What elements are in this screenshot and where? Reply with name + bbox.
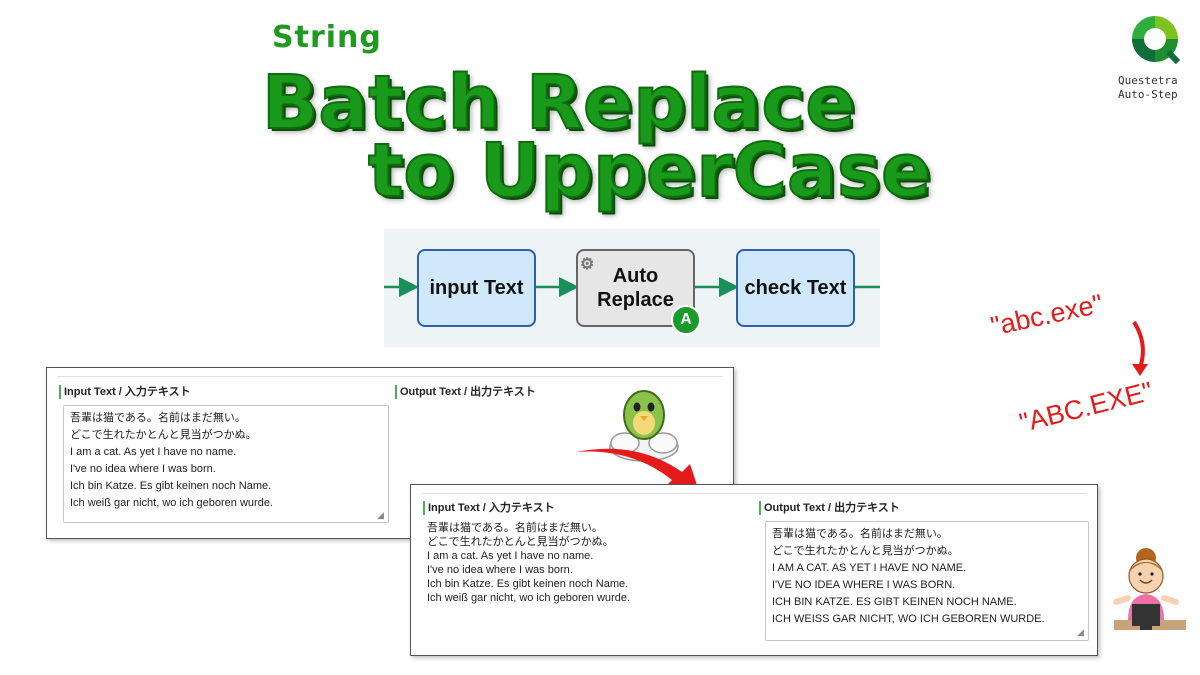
title-small: String [272, 20, 382, 55]
node-auto-replace-label-2: Replace [597, 289, 674, 311]
node-check-text[interactable]: check Text [736, 249, 855, 327]
node-auto-replace[interactable]: ⚙ Auto Replace A [576, 249, 701, 335]
form-panel-after: Input Text / 入力テキスト Output Text / 出力テキスト… [410, 484, 1098, 656]
gear-icon: ⚙ [580, 256, 595, 273]
input-text-label-2: Input Text / 入力テキスト [423, 501, 555, 515]
input-text-field[interactable]: 吾輩は猫である。名前はまだ無い。 どこで生れたかとんと見当がつかぬ。 I am … [63, 405, 389, 523]
logo-text-line2: Auto-Step [1118, 88, 1178, 101]
output-text-label-2: Output Text / 出力テキスト [759, 501, 900, 515]
node-input-text[interactable]: input Text [417, 249, 536, 327]
questetra-logo-icon [1132, 16, 1181, 65]
input-text-label: Input Text / 入力テキスト [59, 385, 191, 399]
output-text-field[interactable]: 吾輩は猫である。名前はまだ無い。 どこで生れたかとんと見当がつかぬ。 I AM … [765, 521, 1089, 641]
resize-handle-icon[interactable]: ◢ [377, 511, 384, 521]
node-input-text-label: input Text [429, 276, 524, 299]
node-auto-replace-label-1: Auto [612, 265, 659, 287]
auto-step-badge: A [671, 305, 701, 335]
input-text-readonly: 吾輩は猫である。名前はまだ無い。 どこで生れたかとんと見当がつかぬ。 I am … [427, 522, 630, 604]
workflow-connectors [384, 277, 880, 297]
resize-handle-icon-2[interactable]: ◢ [1077, 628, 1084, 638]
node-check-text-label: check Text [744, 276, 847, 299]
title-line-1: Batch Replace [261, 59, 857, 147]
example-before: "abc.exe" [988, 288, 1106, 342]
output-text-label: Output Text / 出力テキスト [395, 385, 536, 399]
example-after: "ABC.EXE" [1016, 375, 1156, 439]
red-curved-arrow-small [1132, 320, 1148, 376]
logo-text-line1: Questetra [1118, 74, 1178, 87]
title-line-2: to UpperCase [367, 127, 932, 215]
workflow-diagram: input Text ⚙ Auto Replace A check Text [384, 229, 880, 347]
office-worker-illustration [1113, 548, 1186, 630]
